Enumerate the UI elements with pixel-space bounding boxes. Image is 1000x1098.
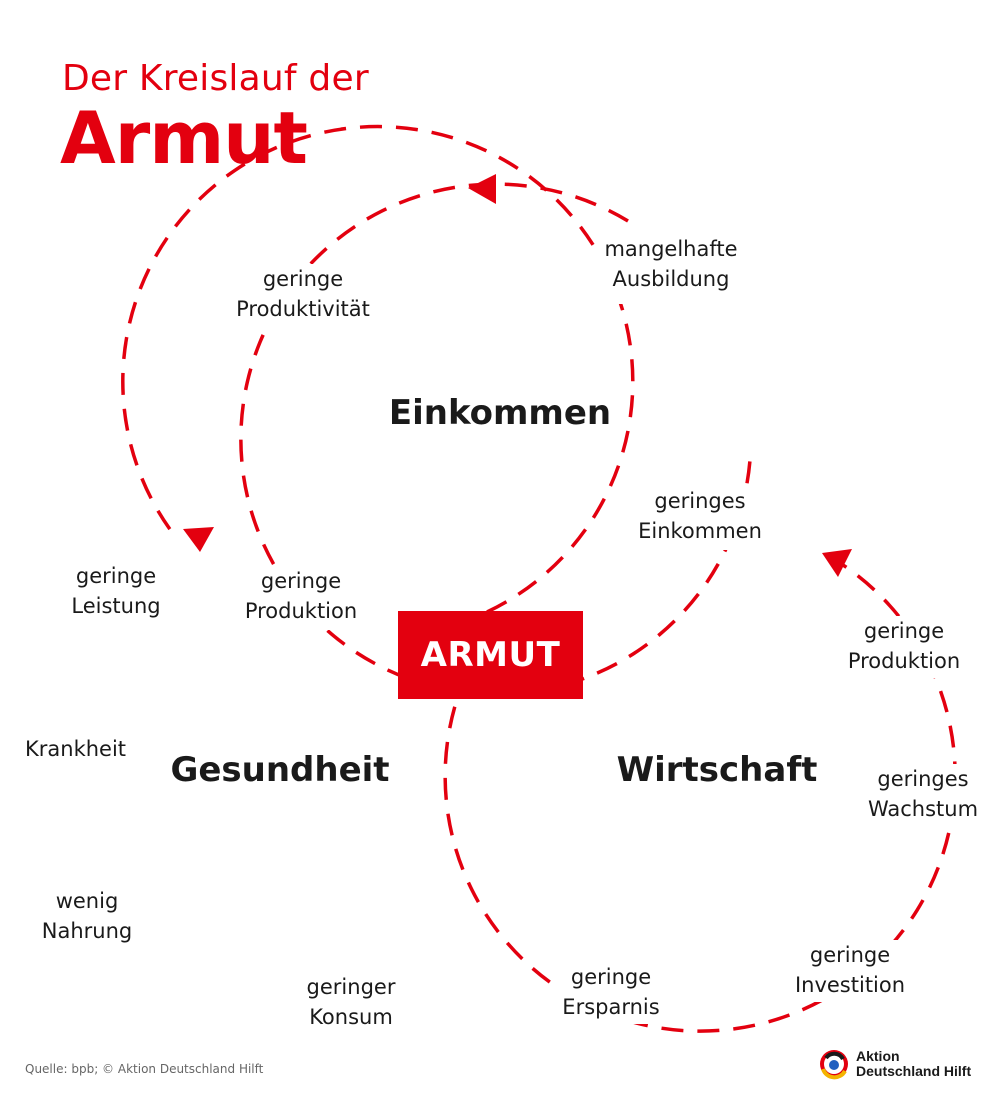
title-line-1: Der Kreislauf der: [62, 58, 369, 99]
logo-text-line2: Deutschland Hilft: [856, 1063, 972, 1079]
label-wenig-nahrung: wenig Nahrung: [41, 889, 133, 943]
label-geringe-produktivitaet: geringe Produktivität: [236, 267, 370, 321]
label-backdrop: [228, 264, 378, 330]
label-backdrop: [68, 561, 164, 623]
circle-title-wirtschaft: Wirtschaft: [616, 750, 818, 790]
label-backdrop: [862, 764, 986, 826]
einkommen-cycle-circle: [239, 182, 752, 696]
label-backdrop: [240, 566, 362, 630]
label-geringes-einkommen: geringes Einkommen: [638, 489, 762, 543]
center-armut-label: ARMUT: [420, 635, 561, 675]
source-credit: Quelle: bpb; © Aktion Deutschland Hilft: [25, 1062, 264, 1076]
label-backdrop: [840, 616, 968, 678]
einkommen-arrowhead: [468, 174, 496, 204]
label-mangelhafte-ausbildung: mangelhafte Ausbildung: [604, 237, 738, 291]
gesundheit-cycle-circle: [121, 124, 635, 614]
label-backdrop: [598, 234, 746, 304]
logo-text-line1: Aktion: [856, 1048, 900, 1064]
label-geringe-produktion-right: geringe Produktion: [847, 619, 961, 673]
label-krankheit: Krankheit: [25, 737, 127, 761]
label-geringes-wachstum: geringes Wachstum: [867, 767, 979, 821]
title-line-2: Armut: [60, 96, 308, 180]
center-armut-box: ARMUT: [398, 611, 583, 699]
gesundheit-arrowhead: [183, 527, 214, 552]
wirtschaft-arrowhead: [822, 549, 852, 577]
label-backdrop: [38, 886, 136, 948]
label-backdrop: [790, 940, 910, 1002]
label-geringer-konsum: geringer Konsum: [306, 975, 396, 1029]
label-geringe-investition: geringe Investition: [794, 943, 906, 997]
logo-emblem-icon: [820, 1050, 848, 1080]
label-backdrop: [558, 962, 666, 1024]
circle-title-gesundheit: Gesundheit: [170, 750, 390, 790]
circle-title-einkommen: Einkommen: [388, 393, 612, 433]
label-geringe-ersparnis: geringe Ersparnis: [562, 965, 660, 1019]
wirtschaft-cycle-circle: [443, 548, 957, 1033]
label-geringe-leistung: geringe Leistung: [71, 564, 161, 618]
label-backdrop: [300, 972, 402, 1034]
label-backdrop: [22, 733, 132, 765]
logo-text: Aktion Deutschland Hilft: [856, 1049, 971, 1079]
label-geringe-produktion-center: geringe Produktion: [244, 569, 358, 623]
label-backdrop: [630, 486, 770, 550]
aktion-deutschland-hilft-logo: Aktion Deutschland Hilft: [818, 1047, 988, 1083]
